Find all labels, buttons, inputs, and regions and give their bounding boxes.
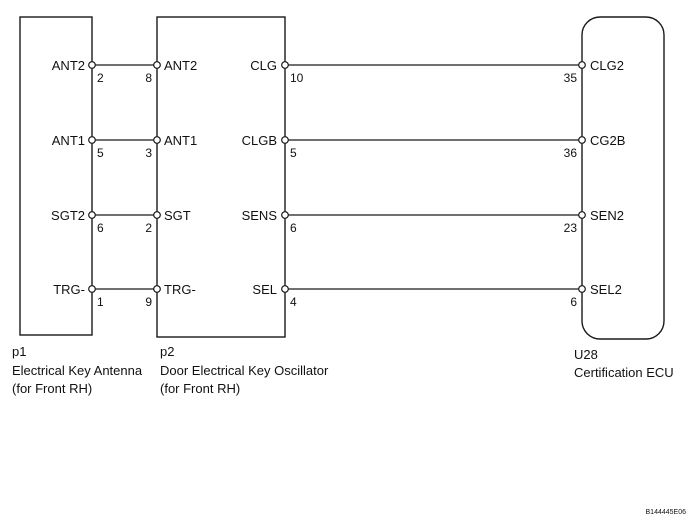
p1-pin-number: 2 (97, 71, 104, 85)
terminal-circle (578, 136, 586, 144)
terminal-circle (88, 285, 96, 293)
p2-right-pin-number: 6 (290, 221, 297, 235)
u28-pin-name: SEN2 (590, 208, 624, 223)
p2-right-pin-name: CLG (250, 58, 277, 73)
terminal-circle (153, 285, 161, 293)
p1-pin-name: TRG- (53, 282, 85, 297)
terminal-circle (578, 211, 586, 219)
p2-right-pin-name: SEL (252, 282, 277, 297)
p2-component-name: Door Electrical Key Oscillator (160, 363, 329, 378)
p1-pin-name: ANT2 (52, 58, 85, 73)
terminal-circle (88, 211, 96, 219)
p1-connector-id: p1 (12, 344, 26, 359)
terminal-circle (281, 61, 289, 69)
u28-pin-number: 6 (570, 295, 577, 309)
u28-pin-number: 36 (564, 146, 578, 160)
u28-connector-id: U28 (574, 347, 598, 362)
terminal-circle (153, 136, 161, 144)
terminal-circle (153, 61, 161, 69)
u28-pin-number: 23 (564, 221, 578, 235)
p2-right-pin-name: SENS (242, 208, 278, 223)
p1-pin-number: 1 (97, 295, 104, 309)
p1-component-name: Electrical Key Antenna (12, 363, 143, 378)
terminal-circle (88, 61, 96, 69)
u28-component-name: Certification ECU (574, 365, 674, 380)
p2-left-pin-name: ANT2 (164, 58, 197, 73)
p1-connector-box (19, 16, 93, 336)
p1-pin-number: 6 (97, 221, 104, 235)
p2-left-pin-name: ANT1 (164, 133, 197, 148)
p2-left-pin-number: 8 (145, 71, 152, 85)
figure-code: B144445E06 (646, 509, 687, 516)
terminal-circle (578, 61, 586, 69)
p2-left-pin-number: 3 (145, 146, 152, 160)
p2-left-pin-name: TRG- (164, 282, 196, 297)
p1-component-location: (for Front RH) (12, 381, 92, 396)
p2-right-pin-name: CLGB (242, 133, 277, 148)
p2-left-pin-name: SGT (164, 208, 191, 223)
p2-right-pin-number: 4 (290, 295, 297, 309)
p2-right-pin-number: 10 (290, 71, 304, 85)
terminals (88, 61, 586, 293)
p2-left-pin-number: 9 (145, 295, 152, 309)
terminal-circle (281, 136, 289, 144)
terminal-circle (153, 211, 161, 219)
p2-right-pin-number: 5 (290, 146, 297, 160)
p2-connector-box (156, 16, 286, 338)
terminal-circle (88, 136, 96, 144)
terminal-circle (281, 285, 289, 293)
p2-connector-id: p2 (160, 344, 174, 359)
p2-left-pin-number: 2 (145, 221, 152, 235)
u28-ecu-box (581, 16, 665, 340)
p1-pin-name: SGT2 (51, 208, 85, 223)
u28-pin-name: CG2B (590, 133, 625, 148)
u28-pin-number: 35 (564, 71, 578, 85)
terminal-circle (578, 285, 586, 293)
u28-pin-name: SEL2 (590, 282, 622, 297)
p2-component-location: (for Front RH) (160, 381, 240, 396)
p1-pin-name: ANT1 (52, 133, 85, 148)
u28-pin-name: CLG2 (590, 58, 624, 73)
p1-pin-number: 5 (97, 146, 104, 160)
terminal-circle (281, 211, 289, 219)
